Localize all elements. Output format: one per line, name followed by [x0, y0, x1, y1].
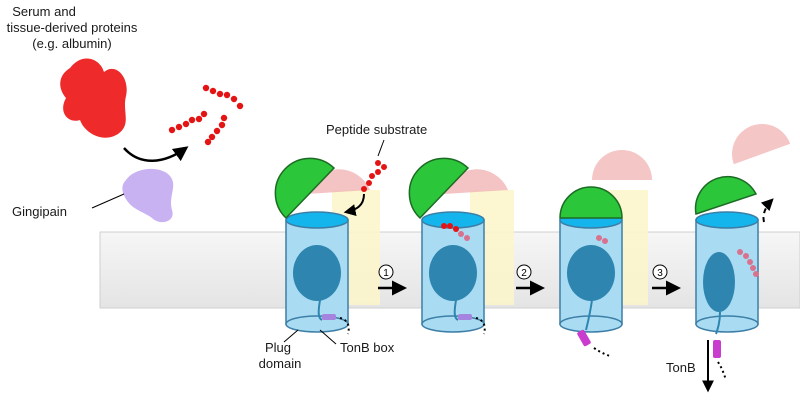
peptide-substrate-label: Peptide substrate: [326, 122, 427, 137]
lid-3: [559, 186, 623, 219]
peptide-fragments: [168, 84, 244, 146]
plug-domain-4: [703, 252, 735, 312]
plug-label-line2: domain: [259, 356, 302, 371]
plug-domain-1: [293, 245, 341, 301]
serum-label-line2: tissue-derived proteins: [7, 20, 138, 35]
tonb-label: TonB: [666, 360, 696, 375]
gingipain-label: Gingipain: [12, 204, 67, 219]
cleavage-arrow: [123, 146, 189, 162]
step-3-label: 3: [657, 268, 663, 279]
transporter-2: [408, 157, 514, 335]
transporter-3: [559, 150, 652, 357]
serum-label-line1: Serum and: [12, 4, 76, 19]
tonb-box-3: [577, 329, 591, 347]
plug-label-line1: Plug: [265, 340, 291, 355]
gingipain-pointer: [91, 193, 125, 209]
tonb-box-1: [322, 314, 336, 320]
lid-ghost-4: [732, 124, 791, 165]
transporter-4: [694, 124, 791, 393]
transporter-1: [274, 139, 387, 335]
gingipain-blob: [122, 168, 174, 223]
tonb-box-4: [713, 340, 721, 358]
serum-label-line3: (e.g. albumin): [32, 36, 111, 51]
tonb-box-label: TonB box: [340, 340, 395, 355]
step-1-label: 1: [383, 268, 389, 279]
barrel-top-1: [285, 211, 349, 229]
plug-domain-2: [429, 245, 477, 301]
step-2-label: 2: [521, 268, 527, 279]
lid-1: [274, 157, 336, 220]
albumin-blob: [60, 58, 127, 138]
plug-domain-3: [567, 245, 615, 301]
lid-4: [694, 175, 758, 215]
lid-2: [408, 157, 470, 220]
lid-ghost-3: [592, 150, 652, 180]
